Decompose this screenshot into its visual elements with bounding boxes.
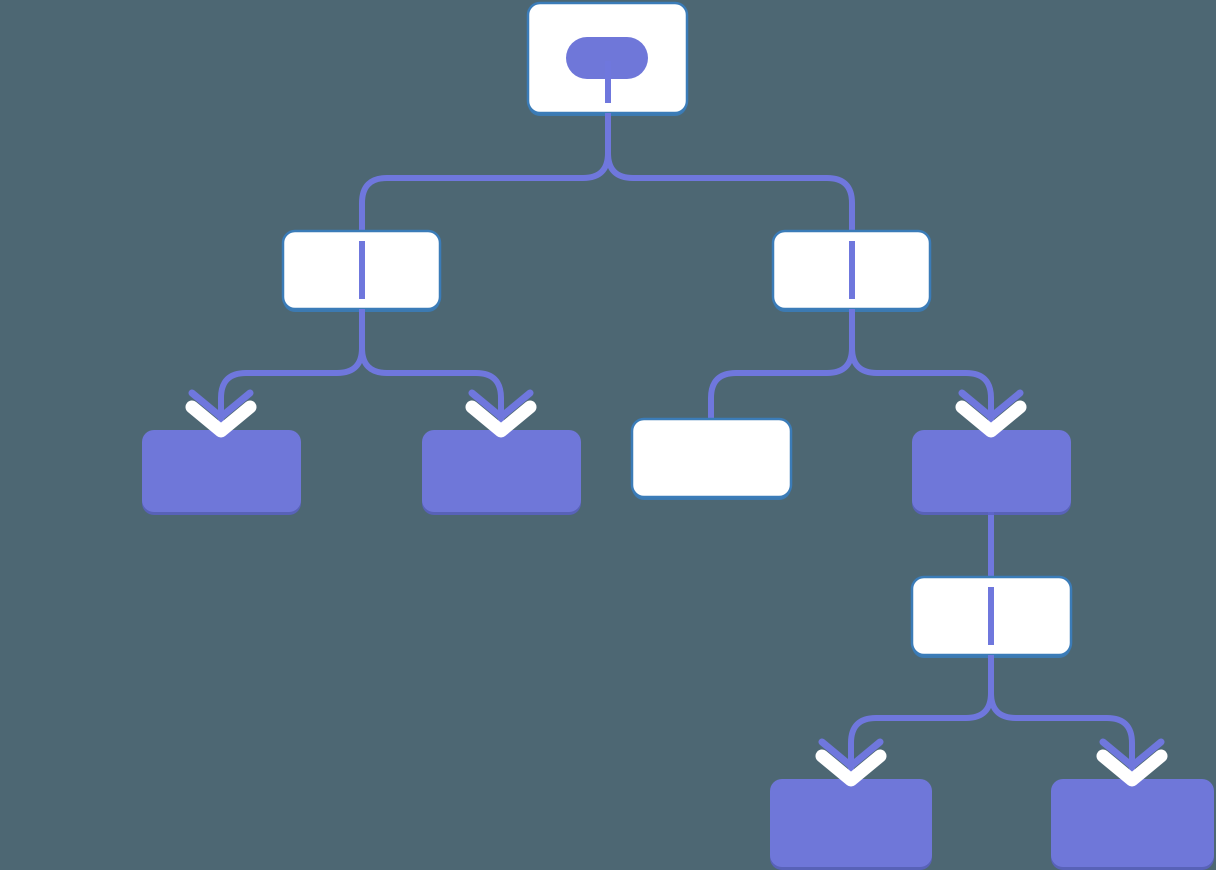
- arrowhead-edge-branch-right-to-sub: [955, 389, 1027, 438]
- root-node-pill: [566, 37, 648, 79]
- through-lines-layer: [359, 61, 994, 663]
- arrow-chevron-under-icon: [958, 389, 1024, 421]
- leaf-node-bottom-a[interactable]: [770, 779, 932, 870]
- nodes-layer: [142, 1, 1214, 870]
- arrow-chevron-icon: [465, 400, 537, 438]
- arrowhead-edge-branch-left-to-leaf-a: [185, 389, 257, 438]
- arrow-chevron-icon: [185, 400, 257, 438]
- leaf-node-left-a-body[interactable]: [142, 430, 301, 512]
- arrow-chevron-under-icon: [188, 389, 254, 421]
- sub-branch-node[interactable]: [912, 430, 1071, 515]
- edges-layer: [218, 3, 1135, 779]
- sub-branch-node-body[interactable]: [912, 430, 1071, 512]
- arrow-chevron-under-icon: [1099, 738, 1165, 770]
- leaf-node-bottom-b-body[interactable]: [1051, 779, 1214, 867]
- connector-edge-root-to-branch-right: [605, 3, 855, 309]
- arrow-chevron-icon: [955, 400, 1027, 438]
- leaf-node-left-a[interactable]: [142, 430, 301, 515]
- leaf-node-bottom-a-body[interactable]: [770, 779, 932, 867]
- connector-edge-white-to-bottom-b: [988, 577, 1135, 779]
- arrowhead-edge-white-to-bottom-a: [815, 738, 887, 787]
- leaf-node-bottom-b[interactable]: [1051, 779, 1214, 870]
- arrow-chevron-icon: [1096, 749, 1168, 787]
- leaf-node-left-b-body[interactable]: [422, 430, 581, 512]
- leaf-node-left-b[interactable]: [422, 430, 581, 515]
- arrowhead-edge-branch-left-to-leaf-b: [465, 389, 537, 438]
- leaf-node-right-a[interactable]: [630, 417, 793, 500]
- leaf-node-right-a-body[interactable]: [630, 417, 793, 499]
- connector-edge-branch-left-to-leaf-b: [359, 231, 504, 430]
- arrowheads-layer: [185, 389, 1168, 787]
- connector-edge-branch-right-to-sub: [849, 231, 994, 430]
- arrow-chevron-under-icon: [818, 738, 884, 770]
- arrow-chevron-under-icon: [468, 389, 534, 421]
- arrow-chevron-icon: [815, 749, 887, 787]
- arrowhead-edge-white-to-bottom-b: [1096, 738, 1168, 787]
